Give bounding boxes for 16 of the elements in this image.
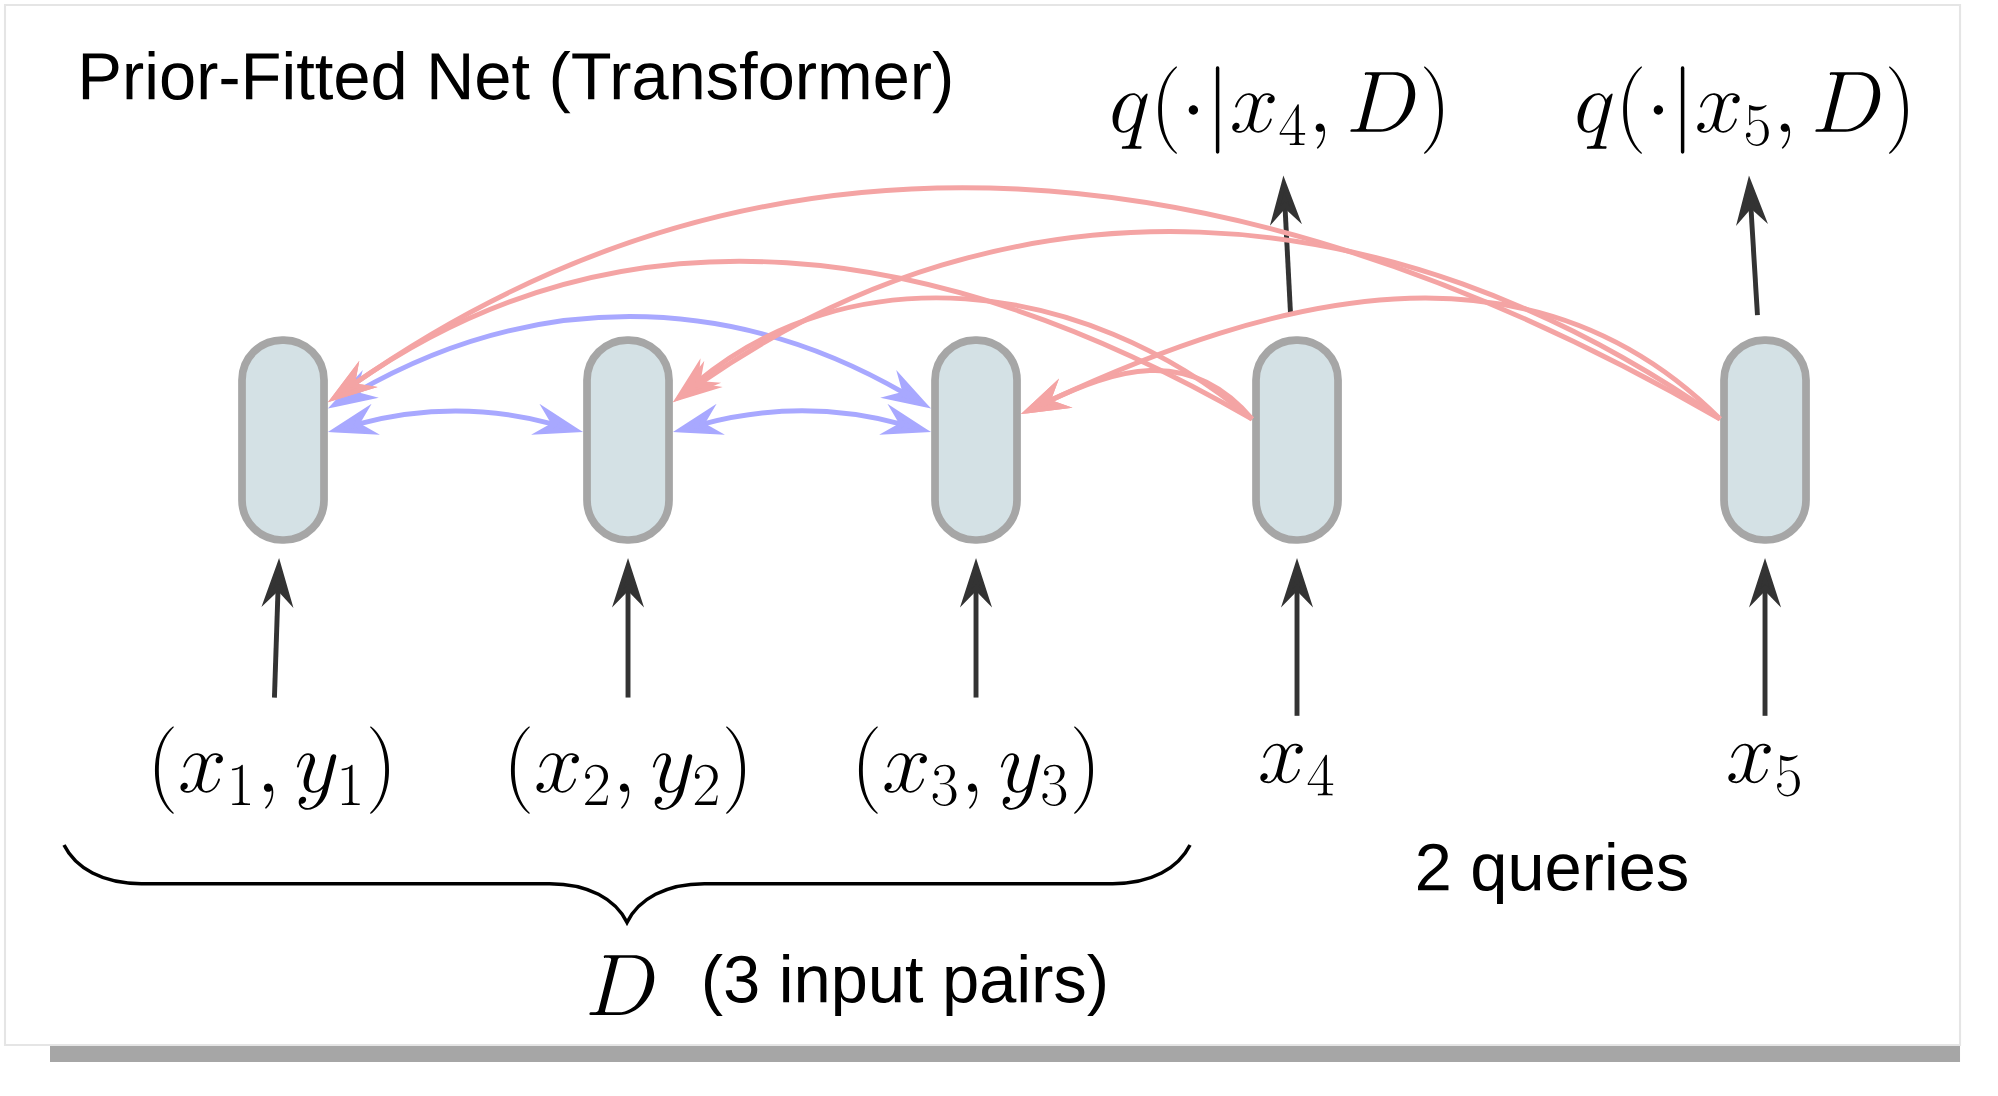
math-label: $(x_3, y_3)$	[858, 726, 1093, 814]
capsule-shape	[1252, 336, 1342, 544]
math-label: $q(\cdot|x_5, D)$	[1577, 66, 1908, 154]
caption-text: (3 input pairs)	[705, 953, 1105, 1017]
math-label: $(x_1, y_1)$	[154, 726, 389, 814]
capsule-shape	[1720, 336, 1810, 544]
capsule-shape	[238, 336, 328, 544]
capsule-shape	[583, 336, 673, 544]
title: Prior-Fitted Net (Transformer)	[82, 50, 951, 114]
math-label: $x_4$	[1260, 743, 1334, 796]
math-label: $x_5$	[1728, 743, 1800, 797]
math-label: $D$	[589, 955, 655, 1015]
math-label: $q(\cdot|x_4, D)$	[1112, 66, 1443, 154]
math-label: $(x_2, y_2)$	[510, 726, 745, 814]
caption-text: 2 queries	[1418, 841, 1687, 905]
capsule-shape	[931, 336, 1021, 544]
